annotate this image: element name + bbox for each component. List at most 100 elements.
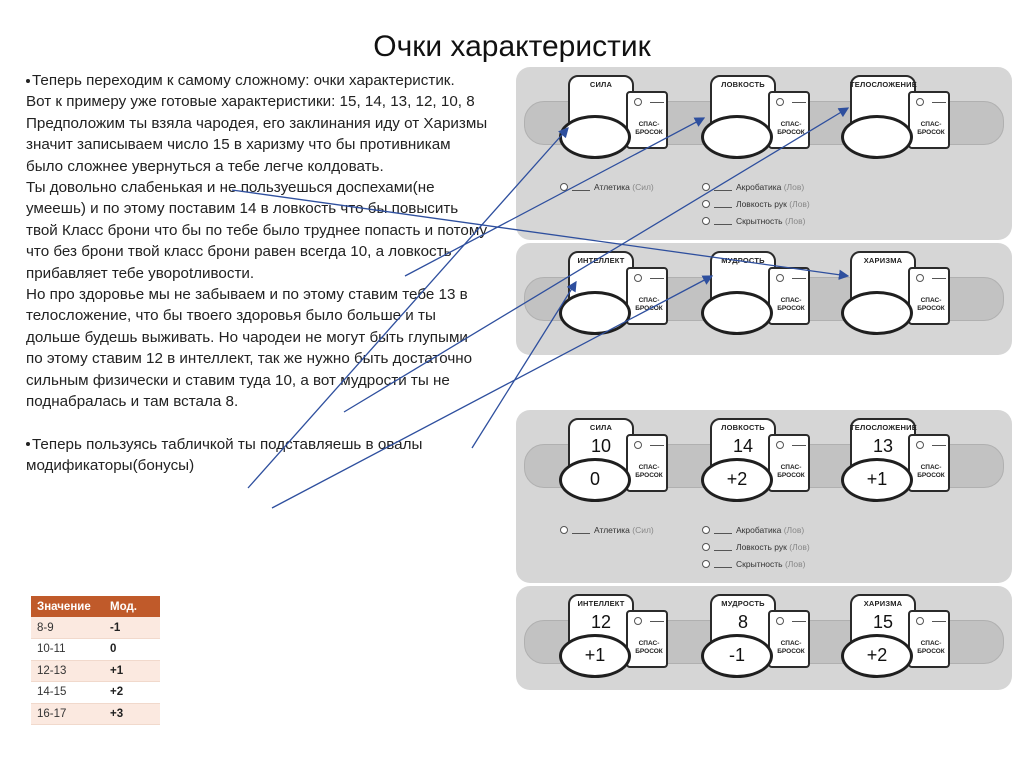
saving-throw-box: СПАС-БРОСОК (768, 434, 810, 492)
saving-throw-box: СПАС-БРОСОК (908, 434, 950, 492)
proficiency-circle-icon[interactable] (634, 274, 642, 282)
table-header-row: Значение Мод. (31, 596, 160, 617)
stat-name: ИНТЕЛЛЕКТ (577, 256, 625, 265)
saving-throw-label: СПАС-БРОСОК (635, 464, 663, 479)
paragraph-constitution: Но про здоровье мы не забываем и по этом… (26, 286, 473, 411)
dexterity-skills: Акробатика (Лов) Ловкость рук (Лов) Скры… (702, 179, 810, 230)
value-cell: 16-17 (31, 703, 104, 725)
modifier-oval[interactable] (559, 115, 631, 159)
stat-modifier: -1 (728, 645, 745, 665)
saving-throw-label: СПАС-БРОСОК (917, 297, 945, 312)
bullet-icon (26, 442, 30, 447)
saving-throw-label: СПАС-БРОСОК (777, 297, 805, 312)
modifier-oval[interactable] (841, 115, 913, 159)
proficiency-circle-icon[interactable] (634, 617, 642, 625)
explanation-text: Теперь переходим к самому сложному: очки… (26, 70, 488, 476)
proficiency-circle-icon[interactable] (702, 543, 710, 551)
paragraph-charisma: Предположим ты взяла чародея, его заклин… (26, 114, 488, 175)
stat-name: МУДРОСТЬ (721, 599, 765, 608)
proficiency-circle-icon[interactable] (702, 200, 710, 208)
saving-throw-box: СПАС-БРОСОК (626, 91, 668, 149)
bullet-icon (26, 78, 30, 83)
skill-acrobatics[interactable]: Акробатика (Лов) (702, 522, 810, 539)
stat-name: ТЕЛОСЛОЖЕНИЕ (850, 80, 917, 89)
stat-score: 14 (732, 436, 754, 456)
saving-throw-box: СПАС-БРОСОК (908, 610, 950, 668)
proficiency-circle-icon[interactable] (702, 217, 710, 225)
skill-sleight-of-hand[interactable]: Ловкость рук (Лов) (702, 539, 810, 556)
skill-stealth[interactable]: Скрытность (Лов) (702, 556, 810, 573)
proficiency-circle-icon[interactable] (702, 526, 710, 534)
proficiency-circle-icon[interactable] (776, 98, 784, 106)
stat-block-charisma: ХАРИЗМА 15 СПАС-БРОСОК +2 (838, 590, 950, 690)
stat-name: ИНТЕЛЛЕКТ (577, 599, 625, 608)
table-row: 8-9-1 (31, 617, 160, 639)
paragraph-example: Вот к примеру уже готовые характеристики… (26, 93, 475, 111)
proficiency-circle-icon[interactable] (916, 441, 924, 449)
dexterity-skills: Акробатика (Лов) Ловкость рук (Лов) Скры… (702, 522, 810, 573)
proficiency-circle-icon[interactable] (702, 183, 710, 191)
stat-score: 8 (737, 612, 748, 632)
stat-block-wisdom: МУДРОСТЬ СПАС-БРОСОК (698, 247, 810, 347)
proficiency-circle-icon[interactable] (776, 274, 784, 282)
saving-throw-box: СПАС-БРОСОК (768, 91, 810, 149)
stat-block-intelligence: ИНТЕЛЛЕКТ 12 СПАС-БРОСОК +1 (556, 590, 668, 690)
stat-name: СИЛА (589, 423, 613, 432)
page-title: Очки характеристик (373, 30, 651, 63)
stat-name: ЛОВКОСТЬ (721, 423, 765, 432)
paragraph-modifiers: Теперь пользуясь табличкой ты подставляе… (26, 435, 423, 474)
saving-throw-box: СПАС-БРОСОК (626, 267, 668, 325)
proficiency-circle-icon[interactable] (916, 98, 924, 106)
modifier-oval[interactable] (701, 634, 773, 678)
proficiency-circle-icon[interactable] (560, 526, 568, 534)
saving-throw-box: СПАС-БРОСОК (908, 267, 950, 325)
saving-throw-label: СПАС-БРОСОК (917, 640, 945, 655)
modifier-oval[interactable] (841, 458, 913, 502)
strength-skills: Атлетика (Сил) (560, 522, 654, 539)
saving-throw-label: СПАС-БРОСОК (635, 640, 663, 655)
modifier-oval[interactable] (841, 634, 913, 678)
stat-block-strength: СИЛА 10 СПАС-БРОСОК 0 (556, 414, 668, 514)
proficiency-circle-icon[interactable] (776, 617, 784, 625)
table-row: 16-17+3 (31, 703, 160, 725)
proficiency-circle-icon[interactable] (702, 560, 710, 568)
proficiency-circle-icon[interactable] (916, 617, 924, 625)
paragraph-dexterity: Ты довольно слабенькая и не пользуешься … (26, 179, 488, 282)
skill-acrobatics[interactable]: Акробатика (Лов) (702, 179, 810, 196)
stat-block-dexterity: ЛОВКОСТЬ СПАС-БРОСОК (698, 71, 810, 171)
modifier-oval[interactable] (701, 291, 773, 335)
modifier-oval[interactable] (559, 291, 631, 335)
proficiency-circle-icon[interactable] (916, 274, 924, 282)
saving-throw-box: СПАС-БРОСОК (626, 610, 668, 668)
header-mod: Мод. (104, 596, 160, 617)
mod-cell: 0 (104, 638, 160, 661)
skill-athletics[interactable]: Атлетика (Сил) (560, 522, 654, 539)
modifier-oval[interactable] (559, 634, 631, 678)
proficiency-circle-icon[interactable] (634, 98, 642, 106)
stat-modifier: +1 (866, 469, 888, 489)
proficiency-circle-icon[interactable] (560, 183, 568, 191)
saving-throw-label: СПАС-БРОСОК (777, 640, 805, 655)
stat-score: 13 (872, 436, 894, 456)
proficiency-circle-icon[interactable] (634, 441, 642, 449)
skill-athletics[interactable]: Атлетика (Сил) (560, 179, 654, 196)
value-cell: 12-13 (31, 660, 104, 682)
stat-block-intelligence: ИНТЕЛЛЕКТ СПАС-БРОСОК (556, 247, 668, 347)
stat-panel-mental-filled: ИНТЕЛЛЕКТ 12 СПАС-БРОСОК +1 МУДРОСТЬ 8 С… (516, 586, 1012, 690)
table-row: 14-15+2 (31, 681, 160, 704)
saving-throw-label: СПАС-БРОСОК (917, 464, 945, 479)
skill-sleight-of-hand[interactable]: Ловкость рук (Лов) (702, 196, 810, 213)
stat-name: ЛОВКОСТЬ (721, 80, 765, 89)
modifier-oval[interactable] (841, 291, 913, 335)
stat-block-wisdom: МУДРОСТЬ 8 СПАС-БРОСОК -1 (698, 590, 810, 690)
stat-name: СИЛА (589, 80, 613, 89)
proficiency-circle-icon[interactable] (776, 441, 784, 449)
stat-modifier: 0 (589, 469, 600, 489)
saving-throw-label: СПАС-БРОСОК (635, 121, 663, 136)
stat-name: ХАРИЗМА (863, 256, 903, 265)
skill-stealth[interactable]: Скрытность (Лов) (702, 213, 810, 230)
stat-block-charisma: ХАРИЗМА СПАС-БРОСОК (838, 247, 950, 347)
modifier-oval[interactable] (701, 115, 773, 159)
